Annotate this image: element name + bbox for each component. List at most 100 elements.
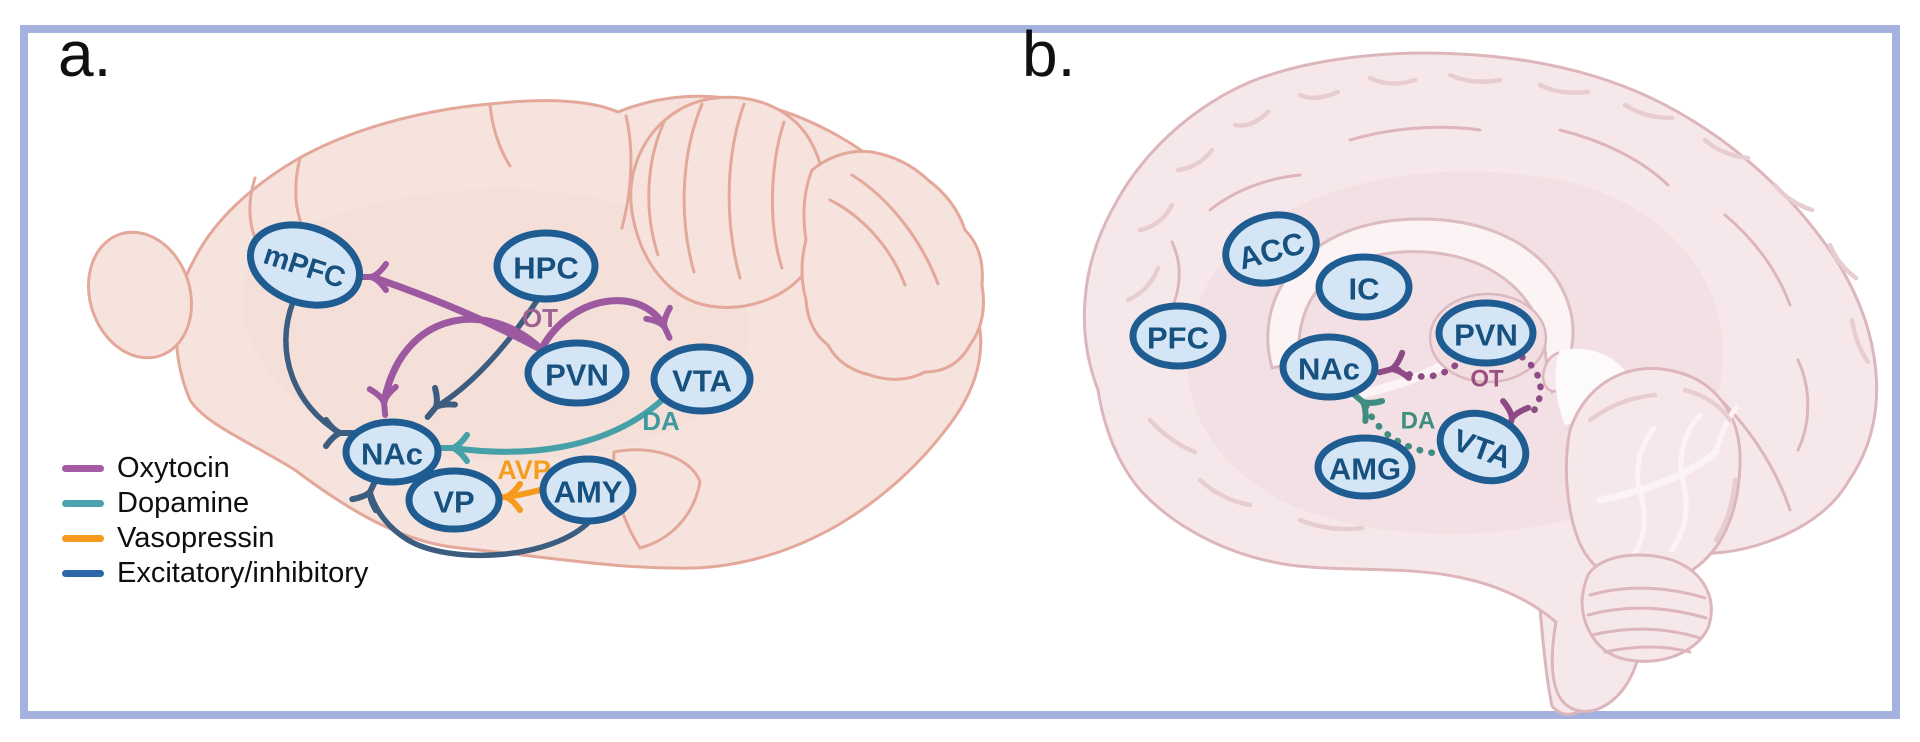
connection-vta-nac-dopamine: [450, 398, 664, 455]
rodent-posterior-lobules: [800, 149, 985, 381]
gyrus-fold: [1796, 358, 1810, 452]
node-nac-a-label: NAc: [361, 437, 423, 472]
node-pvn-b-ellipse: [1435, 299, 1537, 367]
posterior-lobule-line: [828, 198, 907, 287]
gyrus-line: [1137, 202, 1175, 233]
connection-pvn-vta-oxytocin: [538, 297, 668, 352]
node-vp-ellipse: [405, 467, 503, 533]
node-vta-b: VTA: [1436, 409, 1530, 485]
node-amy: AMY: [539, 455, 637, 525]
medulla-stripe: [1586, 606, 1708, 620]
gyrus-line: [1537, 82, 1591, 95]
connection-pvn-nac-oxytocin: [380, 315, 546, 406]
rodent-cortex-fissure: [488, 102, 512, 168]
gyrus-fold: [1558, 128, 1670, 187]
pathway-label-da-a: DA: [642, 406, 680, 436]
node-nac-b-label: NAc: [1298, 352, 1360, 387]
connection-pvn-mpfc-oxytocin: [368, 273, 546, 354]
gyrus-line: [1622, 102, 1675, 121]
cerebellum-stripe: [770, 120, 786, 270]
arbor-vitae-branch: [1669, 475, 1689, 553]
cerebellum-texture: [1713, 477, 1738, 543]
panel-b-label: b.: [1022, 18, 1076, 90]
node-vta-a: VTA: [650, 343, 754, 415]
connection-amy-nac-excitatory: [367, 489, 593, 559]
legend-label-vasopressin: Vasopressin: [117, 522, 275, 554]
node-nac-a: NAc: [342, 418, 442, 486]
gyrus-line: [1197, 477, 1253, 508]
node-amg: AMG: [1314, 434, 1416, 500]
excitatory-inhibitory-color-swatch: [62, 570, 104, 577]
gyrus-line: [1175, 147, 1215, 173]
node-hpc: HPC: [493, 229, 599, 303]
node-nac-b: NAc: [1279, 333, 1379, 401]
node-acc: ACC: [1222, 211, 1320, 287]
node-pvn-b-label: PVN: [1454, 318, 1518, 353]
node-ic: IC: [1315, 253, 1413, 321]
dopamine-color-swatch: [62, 500, 104, 507]
node-hpc-ellipse: [493, 229, 599, 303]
node-vta-a-label: VTA: [672, 364, 732, 399]
node-pvn-a-ellipse: [524, 339, 630, 407]
node-pvn-a: PVN: [524, 339, 630, 407]
pathway-label-ot-a: OT: [522, 303, 558, 333]
pathway-label-avp-a: AVP: [497, 455, 551, 485]
connection-hpc-nac-excitatory: [433, 293, 543, 410]
node-mpfc-ellipse: [246, 221, 364, 309]
cerebellum-texture: [1587, 392, 1658, 423]
cerebellum-stripe: [682, 102, 704, 274]
legend-label-excitatory-inhibitory: Excitatory/inhibitory: [117, 557, 369, 589]
arbor-vitae-trunk: [1596, 448, 1720, 504]
panel-a-nodes: mPFC HPC PVN VTA VP AMY NAc: [246, 221, 754, 533]
node-pvn-b: PVN: [1435, 299, 1537, 367]
legend-item-excitatory-inhibitory: Excitatory/inhibitory: [62, 556, 368, 591]
node-vp: VP: [405, 467, 503, 533]
gyrus-fold: [1208, 173, 1302, 212]
node-amy-ellipse: [539, 455, 637, 525]
legend-label-dopamine: Dopamine: [117, 487, 250, 519]
gyrus-line: [1447, 72, 1503, 84]
gyrus-line: [1125, 265, 1161, 303]
posterior-lobule-line: [850, 173, 940, 286]
node-ic-ellipse: [1315, 253, 1413, 321]
gyrus-line: [1772, 182, 1815, 213]
arbor-vitae-branch: [1635, 425, 1657, 495]
node-pfc-label: PFC: [1147, 321, 1209, 356]
node-amg-label: AMG: [1329, 452, 1401, 487]
cerebellum-stripe: [647, 120, 666, 257]
node-acc-ellipse: [1222, 211, 1320, 287]
gyrus-fold: [1723, 213, 1792, 307]
arbor-vitae-branch: [1713, 405, 1739, 455]
medulla-stripe: [1588, 586, 1707, 600]
pathway-label-da-b: DA: [1401, 408, 1436, 435]
rodent-cortex-fissure: [248, 176, 258, 242]
node-ic-label: IC: [1349, 272, 1380, 307]
gyrus-line: [1297, 89, 1341, 101]
rodent-cortex-cerebellum-boundary: [620, 114, 633, 230]
gyrus-line: [1367, 75, 1418, 86]
node-hpc-label: HPC: [513, 251, 578, 286]
panel-a-label: a.: [58, 18, 112, 90]
node-amy-label: AMY: [554, 475, 623, 510]
gyrus-line: [1297, 517, 1365, 532]
node-nac-b-ellipse: [1279, 333, 1379, 401]
tentorium-gap: [1555, 348, 1628, 425]
medulla-stripe: [1603, 645, 1692, 654]
connection-vta-nac-dopamine-b: [1362, 402, 1445, 458]
cerebellum-stripe: [727, 102, 746, 280]
panel-b-connections: [1345, 353, 1544, 458]
gyrus-line: [1827, 242, 1859, 281]
legend: Oxytocin Dopamine Vasopressin Excitatory…: [62, 451, 368, 591]
node-pfc-ellipse: [1129, 302, 1227, 370]
gyrus-line: [1849, 317, 1871, 365]
gyrus-line: [1147, 417, 1198, 455]
medulla-stripe: [1590, 627, 1702, 640]
node-vta-a-ellipse: [650, 343, 754, 415]
node-pvn-a-label: PVN: [545, 358, 609, 393]
node-nac-a-ellipse: [342, 418, 442, 486]
node-amg-ellipse: [1314, 434, 1416, 500]
node-pfc: PFC: [1129, 302, 1227, 370]
node-vp-label: VP: [433, 485, 474, 520]
panel-b-nodes: ACC IC PFC NAc PVN AMG VTA: [1129, 211, 1537, 500]
gyrus-fold: [1348, 125, 1482, 142]
